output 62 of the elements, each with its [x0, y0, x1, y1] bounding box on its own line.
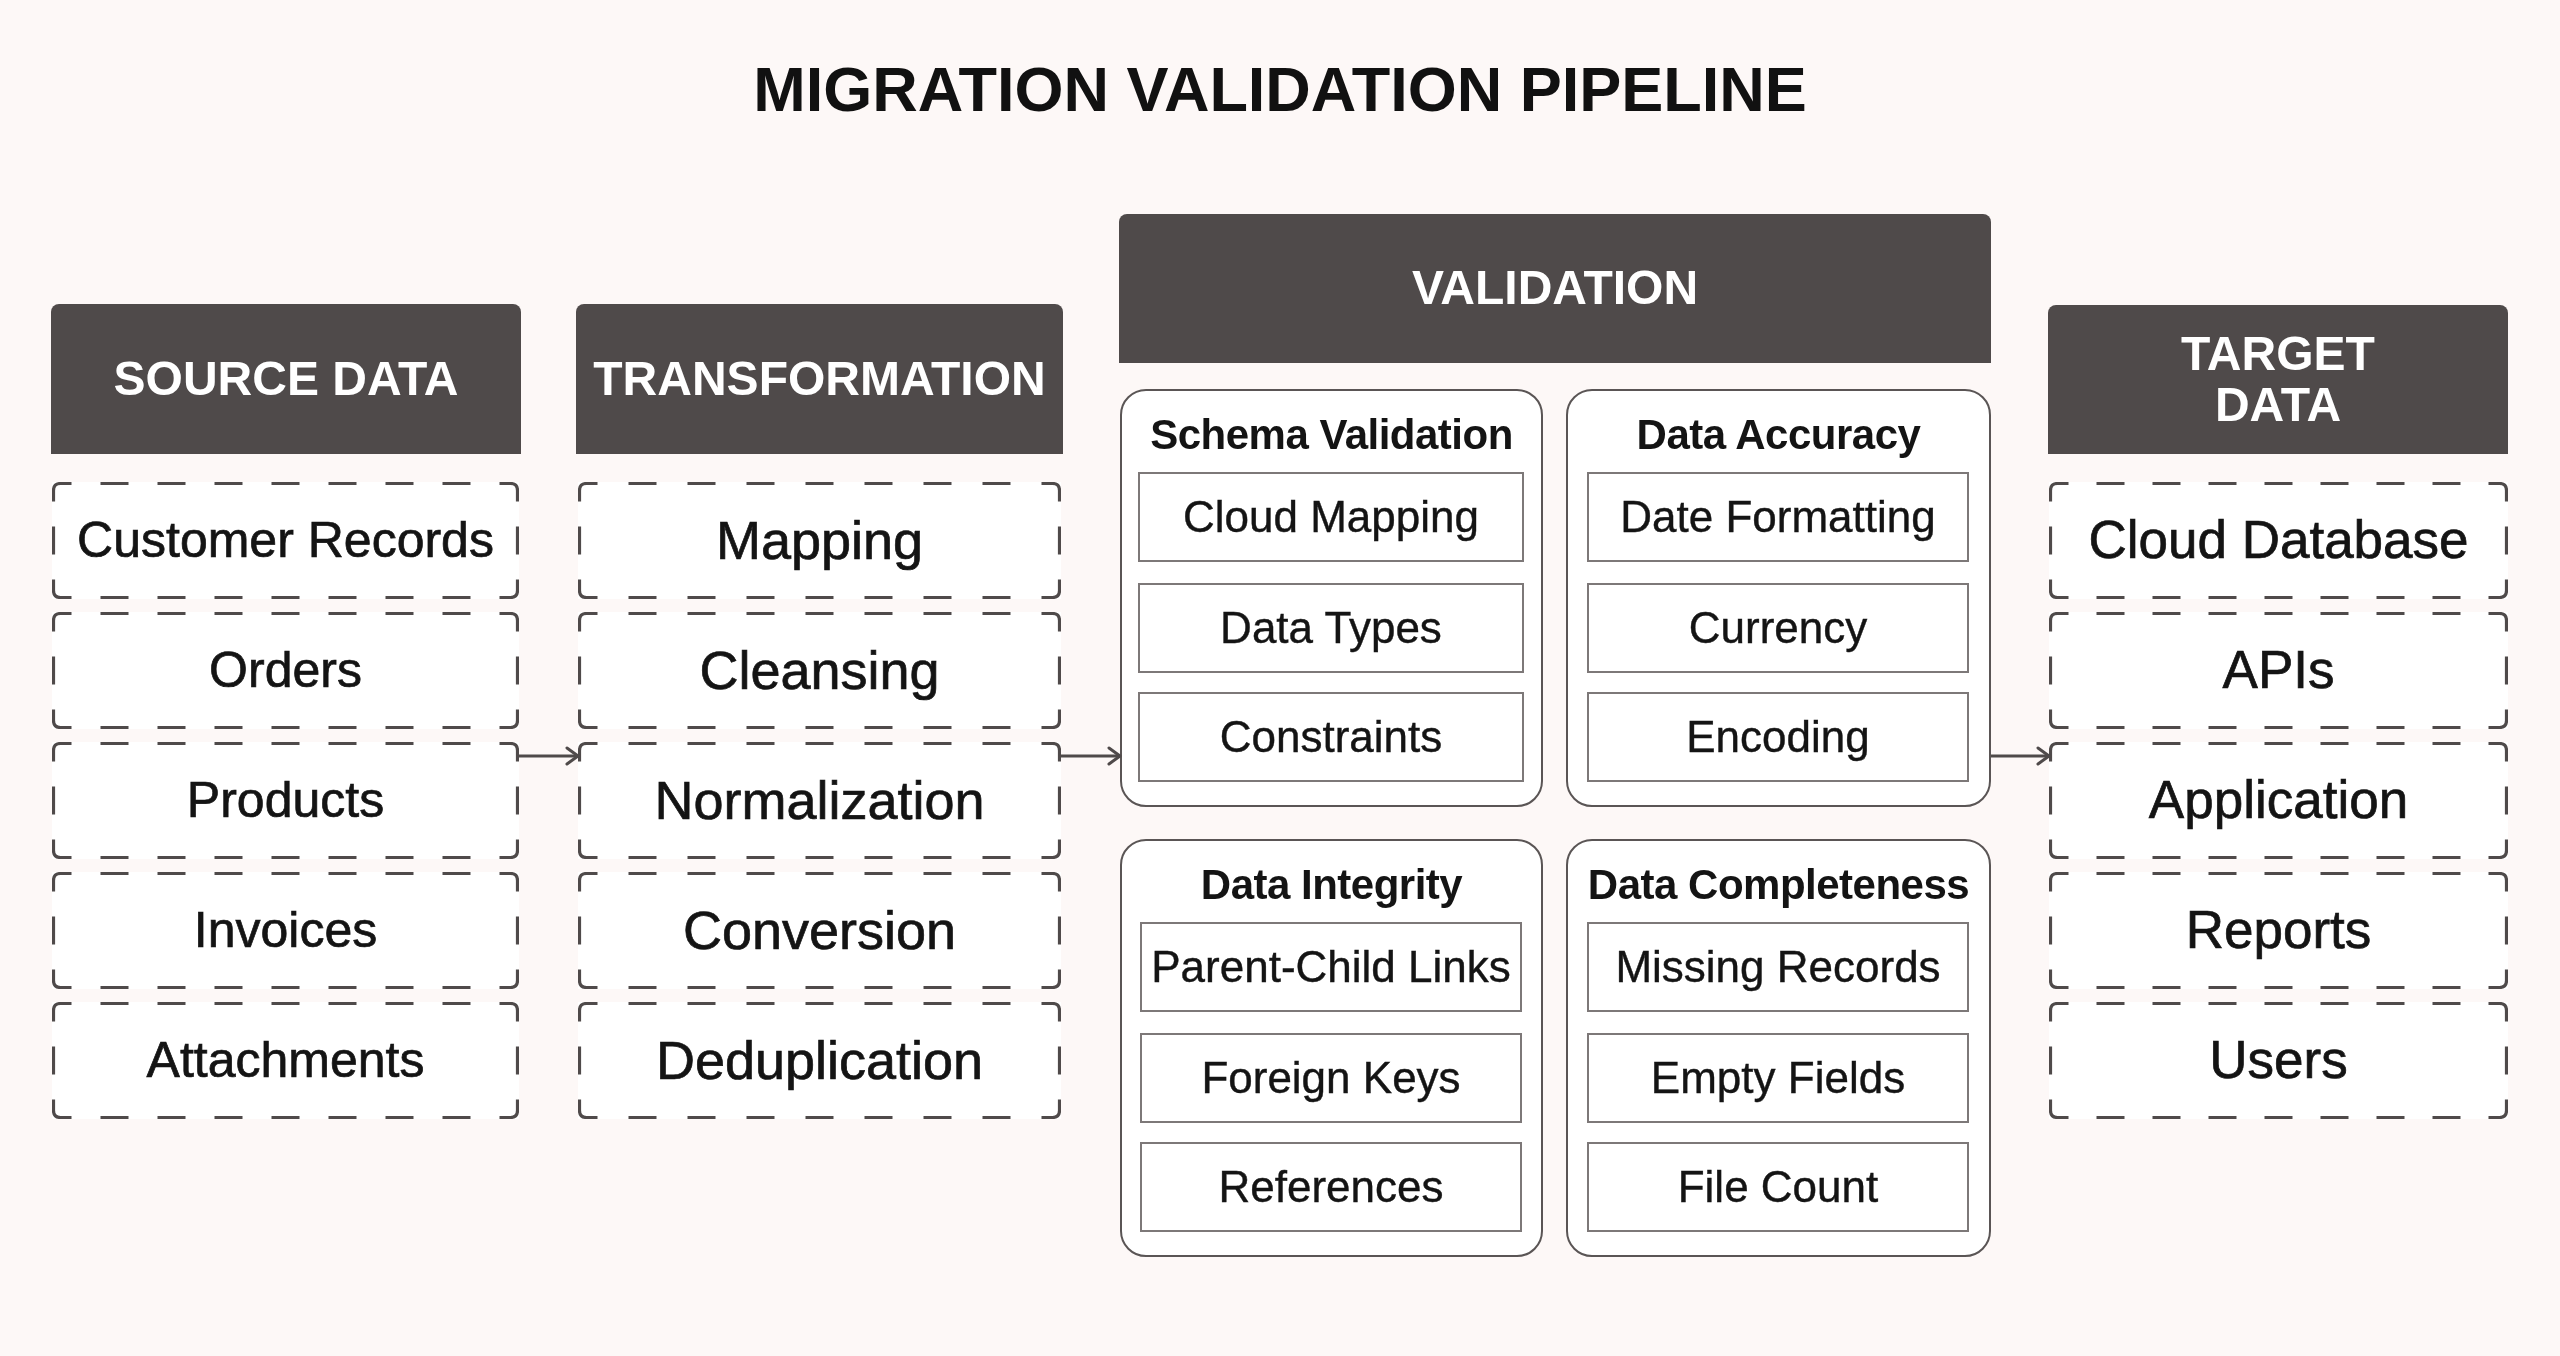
rule-label: Currency — [1688, 602, 1868, 654]
header-title: VALIDATION — [1411, 263, 1699, 314]
rule-label: Missing Records — [1615, 941, 1941, 993]
dashed-box — [52, 612, 519, 729]
dashed-box — [2049, 612, 2508, 729]
item-label: Cloud Database — [2088, 510, 2469, 571]
item-label: Mapping — [715, 509, 924, 572]
arrow — [1061, 746, 1122, 766]
item-label: Normalization — [654, 769, 985, 832]
rule-label: Data Types — [1220, 602, 1442, 654]
dashed-box — [2049, 742, 2508, 859]
column-header-bar — [2048, 305, 2508, 454]
dashed-box — [52, 872, 519, 989]
header-title: SOURCE DATA — [113, 353, 459, 405]
check-group-panel — [1566, 389, 1991, 807]
column-header-bar — [1119, 214, 1991, 363]
item-label: Products — [186, 771, 385, 830]
group-title: Data Accuracy — [1636, 411, 1921, 459]
item-label: Application — [2148, 770, 2409, 831]
item-label: Reports — [2185, 900, 2372, 961]
item-label: APIs — [2222, 640, 2335, 701]
column-header-bar — [576, 304, 1063, 454]
dashed-box — [2049, 872, 2508, 989]
dashed-box — [52, 1002, 519, 1119]
dashed-box — [578, 1002, 1061, 1119]
rule-label: Cloud Mapping — [1183, 491, 1479, 543]
rule-label: Foreign Keys — [1201, 1052, 1461, 1104]
rule-label: References — [1218, 1161, 1444, 1213]
item-label: Customer Records — [77, 511, 494, 570]
column-header-bar — [51, 304, 521, 454]
dashed-box — [52, 482, 519, 599]
check-group-panel — [1566, 839, 1991, 1257]
item-label: Users — [2209, 1030, 2348, 1091]
dashed-box — [52, 742, 519, 859]
rule-label: Encoding — [1686, 711, 1870, 763]
header-title: TARGET DATA — [2180, 329, 2376, 430]
item-label: Orders — [209, 641, 362, 700]
item-label: Deduplication — [655, 1029, 984, 1092]
item-label: Cleansing — [699, 639, 940, 702]
check-group-panel — [1120, 839, 1543, 1257]
dashed-box — [578, 612, 1061, 729]
dashed-box — [2049, 1002, 2508, 1119]
arrow — [1991, 746, 2051, 766]
rule-label: File Count — [1677, 1161, 1879, 1213]
item-label: Invoices — [193, 901, 378, 960]
group-title: Data Completeness — [1587, 861, 1970, 909]
rule-label: Parent-Child Links — [1151, 941, 1511, 993]
rule-label: Empty Fields — [1650, 1052, 1906, 1104]
dashed-box — [578, 482, 1061, 599]
rule-label: Constraints — [1219, 711, 1443, 763]
item-label: Attachments — [146, 1031, 425, 1090]
group-title: Data Integrity — [1200, 861, 1463, 909]
arrow — [519, 746, 580, 766]
dashed-box — [578, 742, 1061, 859]
group-title: Schema Validation — [1150, 411, 1513, 459]
header-title: TRANSFORMATION — [593, 353, 1046, 405]
dashed-box — [578, 872, 1061, 989]
dashed-box — [2049, 482, 2508, 599]
rule-label: Date Formatting — [1620, 491, 1936, 543]
item-label: Conversion — [682, 899, 957, 962]
check-group-panel — [1120, 389, 1543, 807]
diagram-title: MIGRATION VALIDATION PIPELINE — [753, 58, 1807, 121]
